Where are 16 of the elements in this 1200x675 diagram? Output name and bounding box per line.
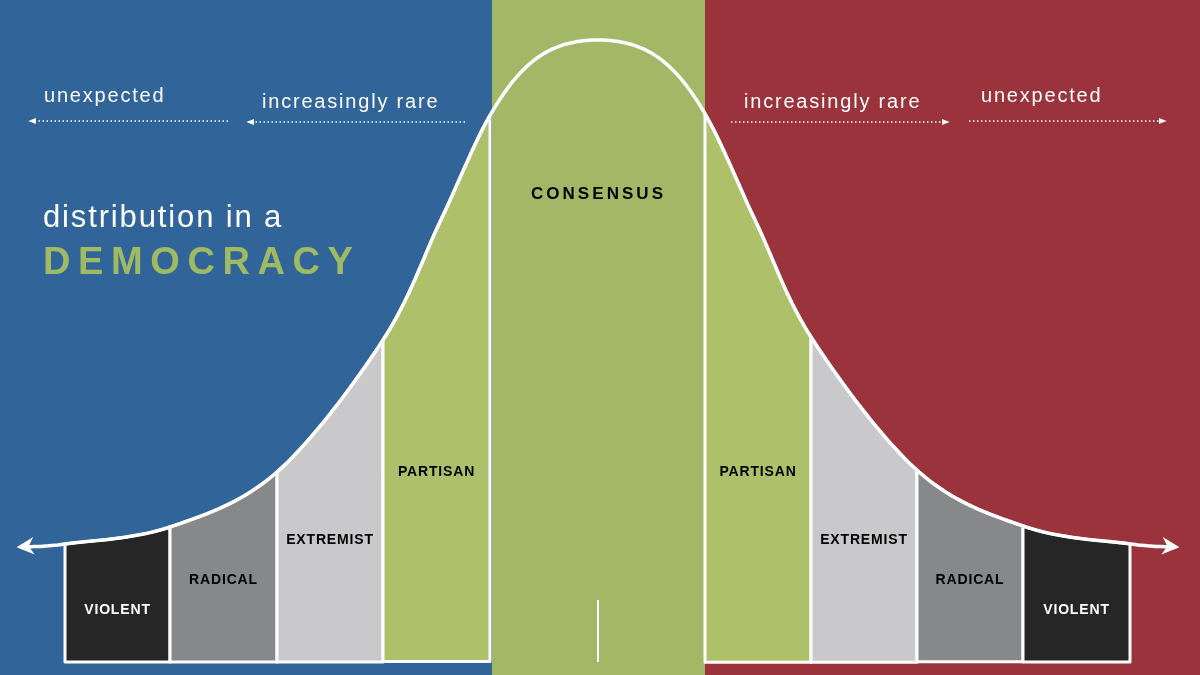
direction-label: increasingly rare (744, 89, 922, 114)
direction-label: unexpected (44, 83, 166, 108)
segment-label: RADICAL (188, 570, 259, 589)
segment-label: VIOLENT (1042, 600, 1111, 619)
segment-label: PARTISAN (718, 462, 798, 481)
distribution-segment (383, 113, 490, 662)
segment-label: EXTREMIST (819, 530, 909, 549)
direction-label: unexpected (981, 83, 1103, 108)
band-label: CONSENSUS (529, 183, 668, 205)
direction-label: increasingly rare (262, 89, 440, 114)
segment-label: EXTREMIST (285, 530, 375, 549)
segment-label: RADICAL (934, 570, 1006, 589)
center-band (492, 0, 705, 675)
segment-label: VIOLENT (83, 600, 152, 619)
diagram-title: distribution in a DEMOCRACY (43, 198, 362, 283)
segment-label: PARTISAN (396, 462, 477, 481)
